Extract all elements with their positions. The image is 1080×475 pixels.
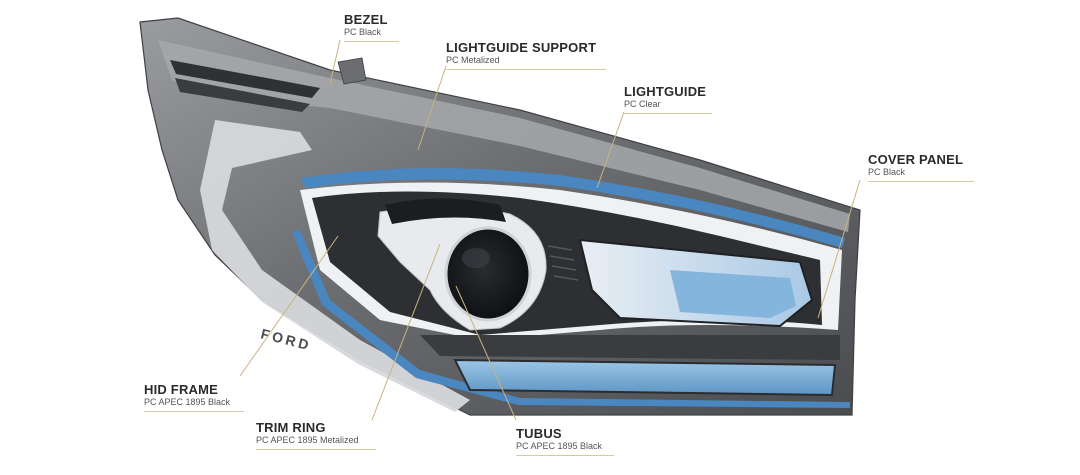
callout-title: TUBUS [516,426,562,441]
lightguide-support-arm [385,198,506,224]
bezel-tab [337,57,367,85]
callout-title: LIGHTGUIDE SUPPORT [446,40,597,55]
callout-lightguide-support: LIGHTGUIDE SUPPORT PC Metalized [446,40,606,70]
callout-lightguide: LIGHTGUIDE PC Clear [624,84,712,114]
callout-material: PC Metalized [446,55,500,65]
callout-material: PC APEC 1895 Black [144,397,231,407]
callout-tubus: TUBUS PC APEC 1895 Black [516,426,614,456]
leader-trim-ring [371,243,441,421]
leader-hid-frame [239,235,339,377]
callout-material: PC APEC 1895 Black [516,441,603,451]
leader-cover-panel [817,179,861,319]
bezel-band [158,40,850,232]
leader-lightguide [596,111,625,189]
leader-bezel [329,39,341,85]
trim-panel [200,120,470,412]
callout-cover-panel: COVER PANEL PC Black [868,152,974,182]
callout-rule [144,411,244,412]
callout-bezel: BEZEL PC Black [344,12,399,42]
callout-title: BEZEL [344,12,388,27]
lens-highlight [462,248,490,268]
callout-material: PC Clear [624,99,661,109]
bezel-stripe [175,78,310,112]
lightguide-stripe [300,168,845,248]
callout-material: PC Black [868,167,906,177]
low-bar-frame [420,335,840,360]
callout-title: COVER PANEL [868,152,964,167]
drl-lens [670,270,796,318]
callout-rule [868,181,974,182]
projector-lens [444,226,532,322]
louver-group [547,245,579,281]
leader-lines [239,39,861,421]
low-bar-lens [453,358,837,397]
callout-trim-ring: TRIM RING PC APEC 1895 Metalized [256,420,376,450]
callout-material: PC Black [344,27,382,37]
leader-lightguide-support [417,65,447,151]
callout-rule [256,449,376,450]
callout-title: HID FRAME [144,382,219,397]
callout-title: LIGHTGUIDE [624,84,707,99]
bezel-stripe [170,60,320,98]
callout-rule [446,69,606,70]
callout-hid-frame: HID FRAME PC APEC 1895 Black [144,382,244,412]
callout-rule [516,455,614,456]
leader-tubus [455,285,517,421]
callout-rule [344,41,399,42]
callout-material: PC APEC 1895 Metalized [256,435,359,445]
callout-rule [624,113,712,114]
callout-title: TRIM RING [256,420,326,435]
